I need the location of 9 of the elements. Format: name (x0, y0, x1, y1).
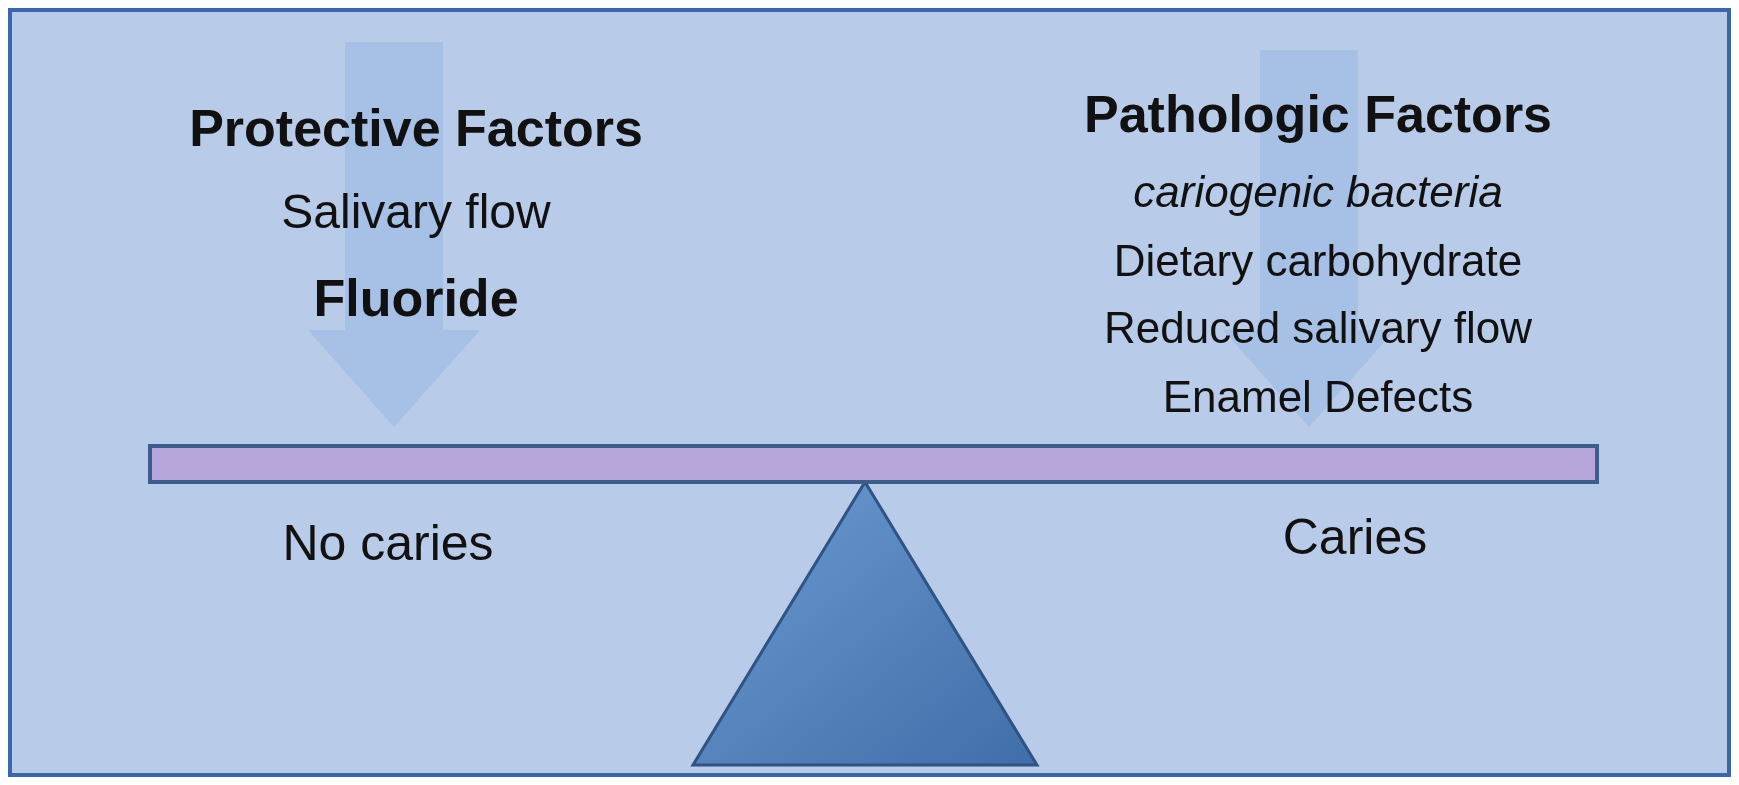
factor-label: Enamel Defects (1162, 375, 1474, 419)
factor-label: Fluoride (313, 272, 519, 324)
factor-label: Salivary flow (281, 188, 551, 236)
outcome-label: No caries (282, 518, 494, 568)
factor-label: cariogenic bacteria (1133, 170, 1503, 214)
outcome-label: Caries (1282, 512, 1428, 562)
factor-label: Reduced salivary flow (1104, 306, 1532, 350)
heading: Protective Factors (189, 102, 643, 154)
factor-label: Dietary carbohydrate (1113, 239, 1523, 283)
